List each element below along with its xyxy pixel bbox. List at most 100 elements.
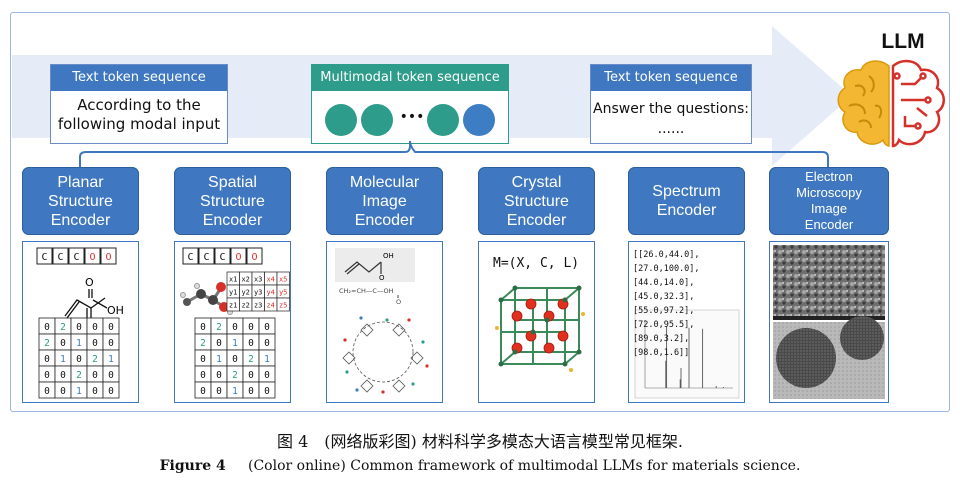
token-dot — [361, 104, 393, 136]
svg-text:O: O — [396, 298, 401, 306]
spectrum-data-line: [[26.0,44.0],[27.0,100.0], — [633, 250, 700, 274]
encoder-bracket — [79, 140, 829, 167]
matrix-value: 0 — [60, 370, 66, 381]
caption-text: (Color online) Common framework of multi… — [247, 458, 801, 474]
matrix-value: 0 — [200, 370, 206, 381]
matrix-value: 0 — [108, 338, 114, 349]
matrix-value: 0 — [92, 386, 98, 397]
matrix-value: 0 — [92, 338, 98, 349]
token-dot — [463, 104, 495, 136]
atom-oh: OH — [107, 304, 124, 317]
matrix-value: 0 — [248, 338, 254, 349]
matrix-value: 2 — [216, 322, 222, 333]
matrix-value: 0 — [216, 338, 222, 349]
matrix-value: 0 — [108, 386, 114, 397]
matrix-value: 0 — [76, 354, 82, 365]
coord-label: z4 — [266, 302, 274, 310]
seq-cell — [68, 247, 85, 265]
seq-cell — [214, 247, 231, 265]
panel-crystal: M=(X, C, L) — [478, 241, 595, 403]
matrix-value: 0 — [200, 386, 206, 397]
coord-label: x4 — [266, 276, 274, 284]
matrix-value: 0 — [108, 322, 114, 333]
matrix-value: 2 — [200, 338, 206, 349]
matrix-value: 2 — [44, 338, 50, 349]
seq-cell-label: C — [219, 252, 225, 263]
seq-cell-label: C — [41, 252, 47, 263]
matrix-value: 0 — [92, 322, 98, 333]
matrix-value: 0 — [44, 354, 50, 365]
matrix-value: 0 — [200, 354, 206, 365]
panel-em-images — [769, 241, 889, 403]
coord-label: x2 — [241, 276, 249, 284]
svg-text:O: O — [379, 274, 385, 282]
text-token-line2-left: following modal input — [57, 115, 221, 133]
seq-cell-label: C — [203, 252, 209, 263]
molecule-photo — [335, 248, 415, 282]
matrix-value: 0 — [92, 370, 98, 381]
matrix-value: 0 — [248, 386, 254, 397]
panel-molecular: OH O CH₂=CH—C—OH O — [326, 241, 443, 403]
coord-label: y3 — [254, 289, 262, 297]
matrix-value: 1 — [108, 354, 114, 365]
seq-cell-label: O — [235, 252, 241, 263]
atom-o: O — [85, 276, 94, 289]
matrix-value: 0 — [248, 370, 254, 381]
mass-spectrum-plot — [634, 309, 740, 399]
spectrum-data-line: [89.0,3.2],[98.0,1.6]] — [633, 334, 690, 358]
caption-english: Figure 4 (Color online) Common framework… — [0, 458, 960, 474]
seq-cell-label: C — [73, 252, 79, 263]
matrix-value: 0 — [248, 322, 254, 333]
coord-label: y5 — [279, 289, 287, 297]
coord-label: y2 — [241, 289, 249, 297]
svg-text:OH: OH — [383, 252, 394, 260]
matrix-value: 0 — [232, 322, 238, 333]
matrix-cell — [102, 381, 120, 399]
matrix-value: 0 — [60, 386, 66, 397]
text-token-header-right: Text token sequence — [591, 65, 751, 91]
seq-cell — [84, 247, 101, 265]
matrix-value: 2 — [232, 370, 238, 381]
seq-cell — [230, 247, 247, 265]
seq-cell-label: O — [105, 252, 111, 263]
coord-label: x1 — [229, 276, 237, 284]
matrix-value: 1 — [216, 354, 222, 365]
matrix-value: 2 — [76, 370, 82, 381]
matrix-value: 0 — [44, 322, 50, 333]
text-token-line2-right: ...... — [657, 121, 685, 137]
seq-cell — [52, 247, 69, 265]
panel-spectrum: [[26.0,44.0],[27.0,100.0],[44.0,14.0],[4… — [628, 241, 745, 403]
matrix-value: 0 — [60, 338, 66, 349]
matrix-value: 0 — [108, 370, 114, 381]
text-token-box-left: Text token sequence According to the fol… — [50, 64, 228, 144]
token-dot — [427, 104, 459, 136]
matrix-value: 1 — [264, 354, 270, 365]
seq-cell — [246, 247, 263, 265]
llm-label: LLM — [881, 30, 925, 53]
matrix-value: 2 — [60, 322, 66, 333]
crystal-lattice — [495, 285, 585, 372]
coord-label: y4 — [266, 289, 274, 297]
matrix-value: 0 — [44, 370, 50, 381]
matrix-value: 0 — [264, 386, 270, 397]
coord-label: x5 — [279, 276, 287, 284]
coord-label: z3 — [254, 302, 262, 310]
reaction-cycle — [342, 321, 424, 393]
matrix-value: 0 — [200, 322, 206, 333]
matrix-value: 0 — [44, 386, 50, 397]
seq-cell — [182, 247, 199, 265]
coord-label: y1 — [229, 289, 237, 297]
matrix-value: 2 — [92, 354, 98, 365]
matrix-value: 0 — [264, 338, 270, 349]
matrix-value: 1 — [232, 386, 238, 397]
text-token-header-left: Text token sequence — [51, 65, 227, 91]
seq-cell-label: C — [187, 252, 193, 263]
seq-cell-label: O — [89, 252, 95, 263]
ball-stick-molecule — [180, 282, 233, 315]
